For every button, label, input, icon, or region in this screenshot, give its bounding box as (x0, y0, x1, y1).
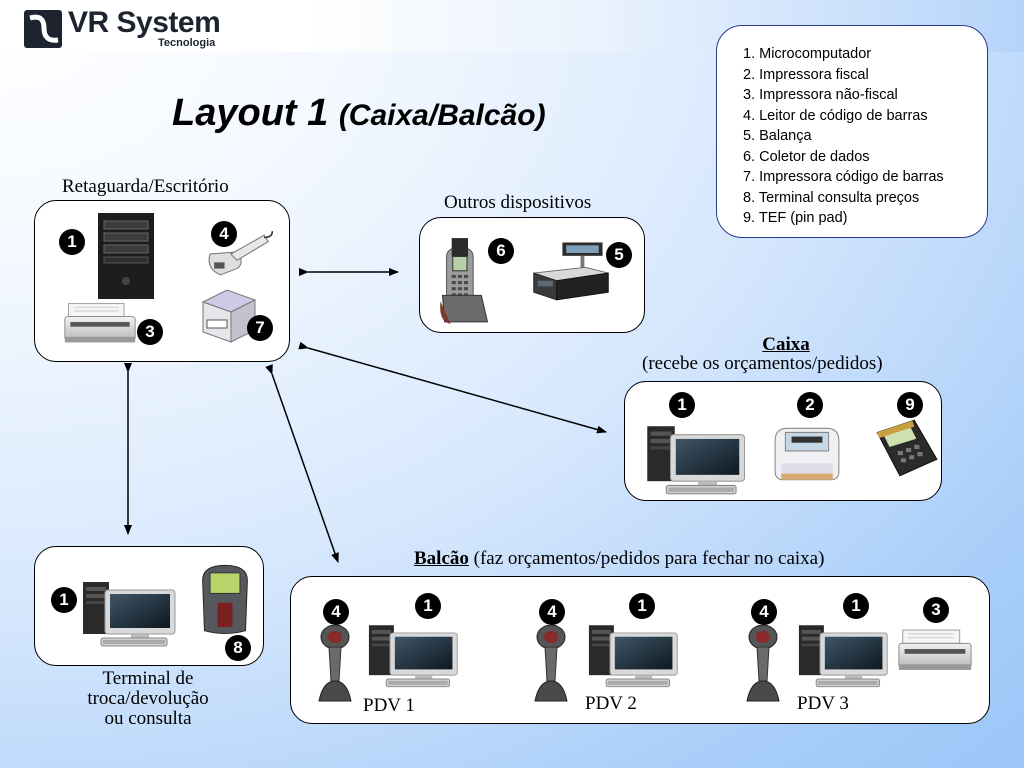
logo-mark-icon (24, 10, 62, 48)
legend-item: 9. TEF (pin pad) (743, 210, 848, 226)
desktop-tower-icon (95, 211, 157, 301)
legend-item: 4. Leitor de código de barras (743, 107, 928, 124)
dot-matrix-printer-icon (63, 293, 137, 353)
terminal-label-line: troca/devolução (87, 688, 209, 709)
terminal-group: 1 8 (34, 546, 264, 666)
badge-4: 4 (751, 599, 777, 625)
legend-item: 2. Impressora fiscal (743, 66, 869, 83)
badge-2: 2 (797, 392, 823, 418)
pin-pad-icon (869, 418, 941, 480)
badge-4: 4 (211, 221, 237, 247)
terminal-label-line: ou consulta (104, 708, 192, 729)
barcode-scanner-icon (531, 625, 571, 705)
caixa-group: 1 2 9 (624, 381, 942, 501)
barcode-scanner-icon (743, 625, 783, 705)
terminal-label: Terminal de troca/devolução ou consulta (48, 669, 248, 729)
outros-label: Outros dispositivos (444, 192, 592, 213)
legend-item: 1. Microcomputador (743, 46, 872, 62)
badge-1: 1 (415, 593, 441, 619)
barcode-scanner-icon (315, 625, 355, 705)
pdv1-label: PDV 1 (363, 695, 415, 716)
barcode-scanner-icon (199, 227, 273, 279)
badge-8: 8 (225, 635, 251, 661)
badge-4: 4 (539, 599, 565, 625)
badge-9: 9 (897, 392, 923, 418)
balcao-title: Balcão (414, 548, 469, 569)
title-main: Layout 1 (172, 92, 329, 134)
desktop-computer-icon (367, 621, 463, 689)
legend-item: 6. Coletor de dados (743, 148, 870, 165)
legend-item: 5. Balança (743, 128, 812, 144)
price-checker-icon (197, 561, 253, 637)
caixa-sublabel: (recebe os orçamentos/pedidos) (642, 353, 883, 374)
logo-name: VR System (68, 6, 221, 39)
legend-item: 8. Terminal consulta preços (743, 189, 920, 206)
terminal-label-line: Terminal de (102, 668, 194, 689)
fiscal-printer-icon (771, 422, 843, 484)
data-collector-icon (440, 234, 492, 326)
badge-3: 3 (137, 319, 163, 345)
badge-1: 1 (629, 593, 655, 619)
badge-3: 3 (923, 597, 949, 623)
desktop-computer-icon (587, 621, 683, 689)
legend-item: 7. Impressora código de barras (743, 169, 944, 185)
balcao-group: 4 1 PDV 1 4 1 PDV 2 4 1 PDV 3 3 (290, 576, 990, 724)
badge-6: 6 (488, 238, 514, 264)
retaguarda-label: Retaguarda/Escritório (62, 176, 229, 197)
logo: VR System Tecnologia (24, 6, 234, 52)
pdv3-label: PDV 3 (797, 693, 849, 714)
outros-group: 6 5 (419, 217, 645, 333)
pdv2-label: PDV 2 (585, 693, 637, 714)
badge-7: 7 (247, 315, 273, 341)
logo-subtitle: Tecnologia (158, 37, 216, 49)
desktop-computer-icon (81, 577, 181, 649)
desktop-computer-icon (645, 422, 751, 496)
balcao-sublabel: (faz orçamentos/pedidos para fechar no c… (473, 548, 825, 569)
device-legend: 1. Microcomputador 2. Impressora fiscal … (716, 25, 988, 238)
balcao-header: Balcão (faz orçamentos/pedidos para fech… (414, 548, 824, 570)
arrow-retaguarda-balcao (265, 364, 339, 563)
dot-matrix-printer-icon (897, 623, 973, 677)
badge-4: 4 (323, 599, 349, 625)
title-sub: (Caixa/Balcão) (338, 99, 546, 132)
badge-1: 1 (669, 392, 695, 418)
page-title: Layout 1 (Caixa/Balcão) (172, 92, 546, 135)
caixa-label: Caixa (740, 334, 832, 356)
badge-1: 1 (59, 229, 85, 255)
retaguarda-group: 1 4 3 7 (34, 200, 290, 362)
badge-1: 1 (843, 593, 869, 619)
scale-icon (528, 234, 614, 314)
badge-5: 5 (606, 242, 632, 268)
legend-item: 3. Impressora não-fiscal (743, 87, 898, 103)
caixa-title: Caixa (762, 334, 810, 355)
badge-1: 1 (51, 587, 77, 613)
desktop-computer-icon (797, 621, 893, 689)
arrow-retaguarda-caixa (298, 341, 607, 434)
